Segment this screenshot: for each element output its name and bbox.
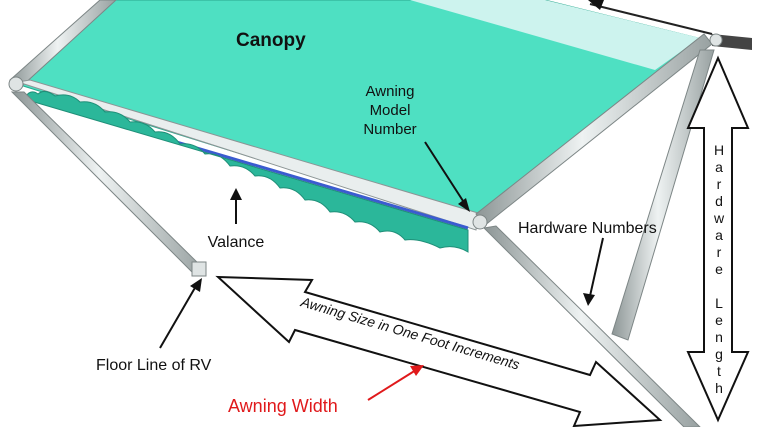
hardware-numbers-label: Hardware Numbers — [518, 220, 657, 237]
awning-model-label-line1: Awning — [366, 83, 415, 100]
valance-fabric — [23, 90, 469, 253]
floor-line-label: Floor Line of RV — [96, 357, 212, 374]
hardware-length-arrow — [686, 55, 750, 423]
hardware-length-label: Hardware Length — [711, 142, 727, 397]
top-arrow-head — [588, 0, 604, 10]
floor-line-pointer — [159, 285, 197, 349]
canopy-label: Canopy — [236, 30, 306, 51]
awning-width-pointer-head — [410, 365, 424, 376]
valance-pointer-head — [230, 188, 242, 200]
hardware-numbers-pointer — [589, 237, 604, 297]
awning-model-label-line2: Model — [370, 102, 411, 119]
upper-right-joint — [709, 33, 723, 47]
hardware-numbers-pointer-head — [583, 293, 595, 306]
awning-model-label-line3: Number — [363, 121, 416, 138]
bracket-line — [589, 3, 713, 35]
model-number-pointer — [424, 141, 466, 205]
valance-label: Valance — [208, 234, 265, 251]
floor-line-pointer-head — [190, 278, 202, 292]
upper-left-joint — [8, 76, 24, 92]
canopy-highlight — [410, 0, 700, 70]
awning-width-pointer — [367, 369, 417, 401]
left-arm-foot — [191, 261, 207, 277]
awning-size-arrow — [215, 275, 663, 427]
right-upright-arm — [611, 49, 715, 341]
awning-width-label: Awning Width — [228, 396, 338, 416]
model-number-pointer-head — [458, 198, 470, 212]
right-support-arm — [482, 225, 701, 427]
lead-rail-joint — [472, 214, 488, 230]
